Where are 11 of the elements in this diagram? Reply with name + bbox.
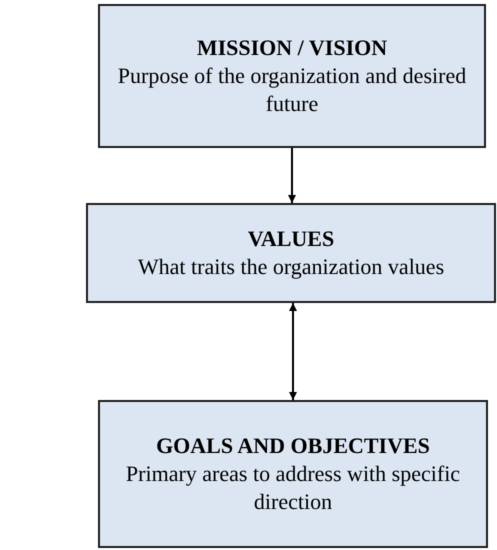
process-box xyxy=(98,4,486,148)
arrow xyxy=(288,148,296,203)
box-heading: GOALS AND OBJECTIVES xyxy=(156,432,430,460)
arrow xyxy=(289,303,297,400)
box-heading: MISSION / VISION xyxy=(196,34,388,62)
process-box xyxy=(98,400,488,548)
box-description: What traits the organization values xyxy=(138,253,444,281)
box-heading: VALUES xyxy=(248,225,334,253)
box-description: Primary areas to address with specific direction xyxy=(124,460,462,516)
box-description: Purpose of the organization and desired future xyxy=(116,62,468,118)
process-box xyxy=(86,203,496,303)
